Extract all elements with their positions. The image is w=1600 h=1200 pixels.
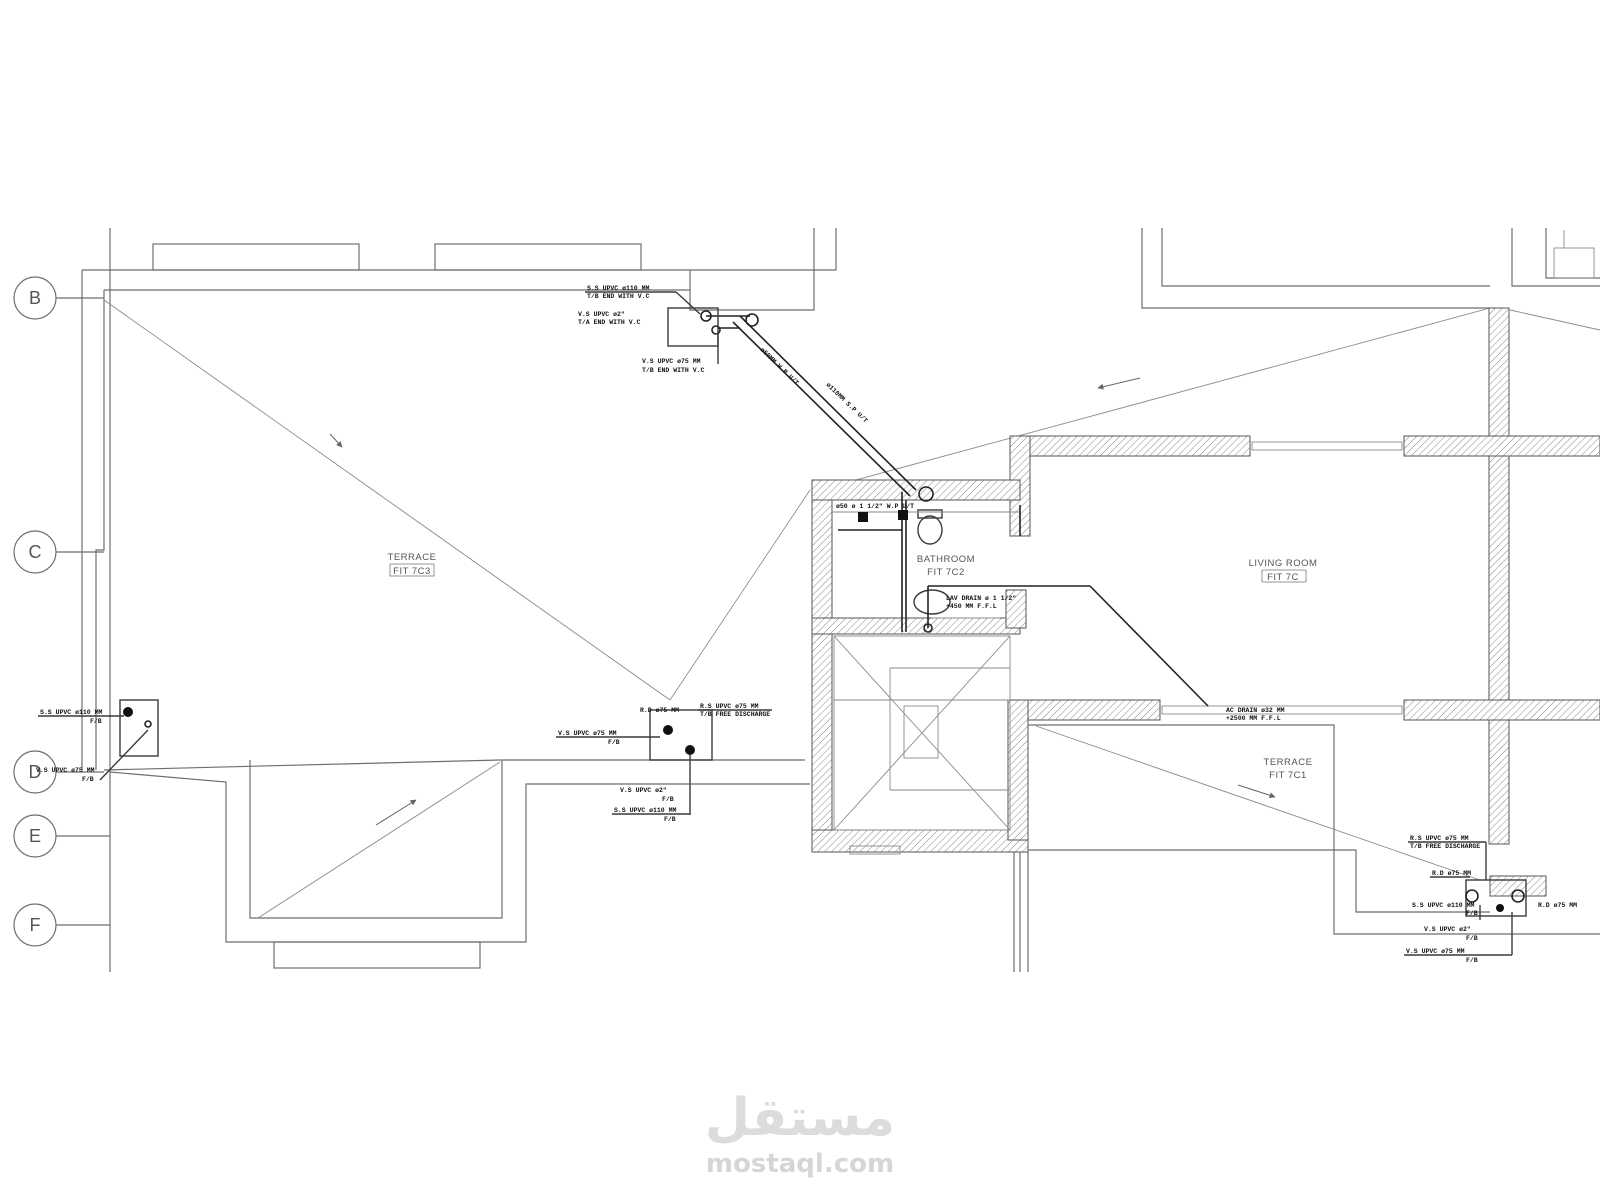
mostaql-watermark: مستقل mostaql.com <box>705 1088 895 1179</box>
pipe-label: S.S UPVC ø110 MM <box>614 807 677 814</box>
pipe-label: S.S UPVC ø110 MM <box>1412 902 1475 909</box>
watermark-logo: مستقل <box>705 1088 895 1148</box>
pipe-label: T/B FREE DISCHARGE <box>700 711 770 718</box>
room-tag: FIT 7C2 <box>927 567 965 578</box>
pipe-label: R.S UPVC ø75 MM <box>1410 835 1469 842</box>
room-label-living: LIVING ROOM FIT 7C <box>1249 558 1318 583</box>
room-name: TERRACE <box>388 552 437 563</box>
room-name: BATHROOM <box>917 554 975 565</box>
pipe-label: F/B <box>662 796 674 803</box>
pipe-label: F/B <box>664 816 676 823</box>
slope-arrow <box>1097 377 1141 390</box>
grid-label-d: D <box>29 762 42 782</box>
pipe-label: +450 MM F.F.L <box>946 603 997 610</box>
room-tag: FIT 7C3 <box>393 566 431 577</box>
left-terrace-outline <box>81 228 837 972</box>
pipe-label: F/B <box>1466 935 1478 942</box>
pipe-label: V.S UPVC ø75 MM <box>36 767 95 774</box>
pipe-label: F/B <box>90 718 102 725</box>
pipe-label: AC DRAIN ø32 MM <box>1226 707 1285 714</box>
pipe-label: T/B END WITH V.C <box>642 367 705 374</box>
pipe-label: R.D ø75 MM <box>1432 870 1471 877</box>
pipe-label: V.S UPVC ø2" <box>578 311 625 318</box>
staircase <box>833 635 1011 855</box>
annotations-ac: AC DRAIN ø32 MM +2500 MM F.F.L <box>1226 707 1285 722</box>
annotations-top: S.S UPVC ø110 MM T/B END WITH V.C V.S UP… <box>578 285 869 424</box>
drain-box-left <box>99 699 159 781</box>
right-building-outline <box>818 228 1600 491</box>
annotations-bathroom: ø50 ø 1 1/2" W.P U/T LAV DRAIN ø 1 1/2" … <box>836 503 1016 610</box>
slope-arrow <box>375 799 417 826</box>
pipe-label: V.S UPVC ø75 MM <box>1406 948 1465 955</box>
room-tag: FIT 7C <box>1267 572 1299 583</box>
pipe-label: S.S UPVC ø110 MM <box>587 285 650 292</box>
pipe-label: F/B <box>608 739 620 746</box>
watermark-url: mostaql.com <box>706 1149 894 1179</box>
drainage-pipes <box>700 310 1209 707</box>
pipe-label: F/B <box>1466 957 1478 964</box>
room-label-terrace-right: TERRACE FIT 7C1 <box>1264 757 1313 781</box>
annotations-right: R.S UPVC ø75 MM T/B FREE DISCHARGE R.D ø… <box>1404 835 1577 964</box>
pipe-label: T/B FREE DISCHARGE <box>1410 843 1480 850</box>
pipe-label: V.S UPVC ø2" <box>1424 926 1471 933</box>
hatched-walls <box>811 307 1600 897</box>
grid-label-e: E <box>29 826 41 846</box>
pipe-label: ø50MM W.P U/T <box>759 346 800 386</box>
room-name: TERRACE <box>1264 757 1313 768</box>
grid-label-c: C <box>29 542 42 562</box>
pipe-label: ø50 ø 1 1/2" W.P U/T <box>836 503 914 510</box>
pipe-label: LAV DRAIN ø 1 1/2" <box>946 595 1016 602</box>
grid-axis-b: B <box>13 276 104 320</box>
slope-arrow <box>1237 784 1276 799</box>
drain-box-right <box>1465 879 1527 920</box>
annotations-left: S.S UPVC ø110 MM F/B V.S UPVC ø75 MM F/B <box>36 709 124 783</box>
room-label-terrace-left: TERRACE FIT 7C3 <box>388 552 437 577</box>
grid-label-b: B <box>29 288 41 308</box>
annotations-mid: R.D ø75 MM R.S UPVC ø75 MM T/B FREE DISC… <box>556 703 772 823</box>
pipe-label: +2500 MM F.F.L <box>1226 715 1281 722</box>
pipe-label: R.D ø75 MM <box>1538 902 1577 909</box>
grid-axis-f: F <box>13 903 110 947</box>
room-name: LIVING ROOM <box>1249 558 1318 569</box>
grid-axis-d: D <box>13 750 104 794</box>
grid-label-f: F <box>30 915 41 935</box>
grid-axis-e: E <box>13 814 110 858</box>
pipe-label: V.S UPVC ø75 MM <box>642 358 701 365</box>
pipe-label: T/A END WITH V.C <box>578 319 641 326</box>
right-terrace-outline <box>1013 724 1600 972</box>
drain-box-mid <box>649 709 713 815</box>
pipe-label: F/B <box>82 776 94 783</box>
room-label-bathroom: BATHROOM FIT 7C2 <box>917 554 975 578</box>
pipe-label: S.S UPVC ø110 MM <box>40 709 103 716</box>
room-tag: FIT 7C1 <box>1269 770 1307 781</box>
grid-axis-c: C <box>13 530 104 574</box>
pipe-label: V.S UPVC ø2" <box>620 787 667 794</box>
pipe-label: V.S UPVC ø75 MM <box>558 730 617 737</box>
pipe-label: R.D ø75 MM <box>640 707 679 714</box>
pipe-label: R.S UPVC ø75 MM <box>700 703 759 710</box>
slope-arrow <box>329 433 343 448</box>
pipe-label: F/B <box>1466 910 1478 917</box>
pipe-label: T/B END WITH V.C <box>587 293 650 300</box>
